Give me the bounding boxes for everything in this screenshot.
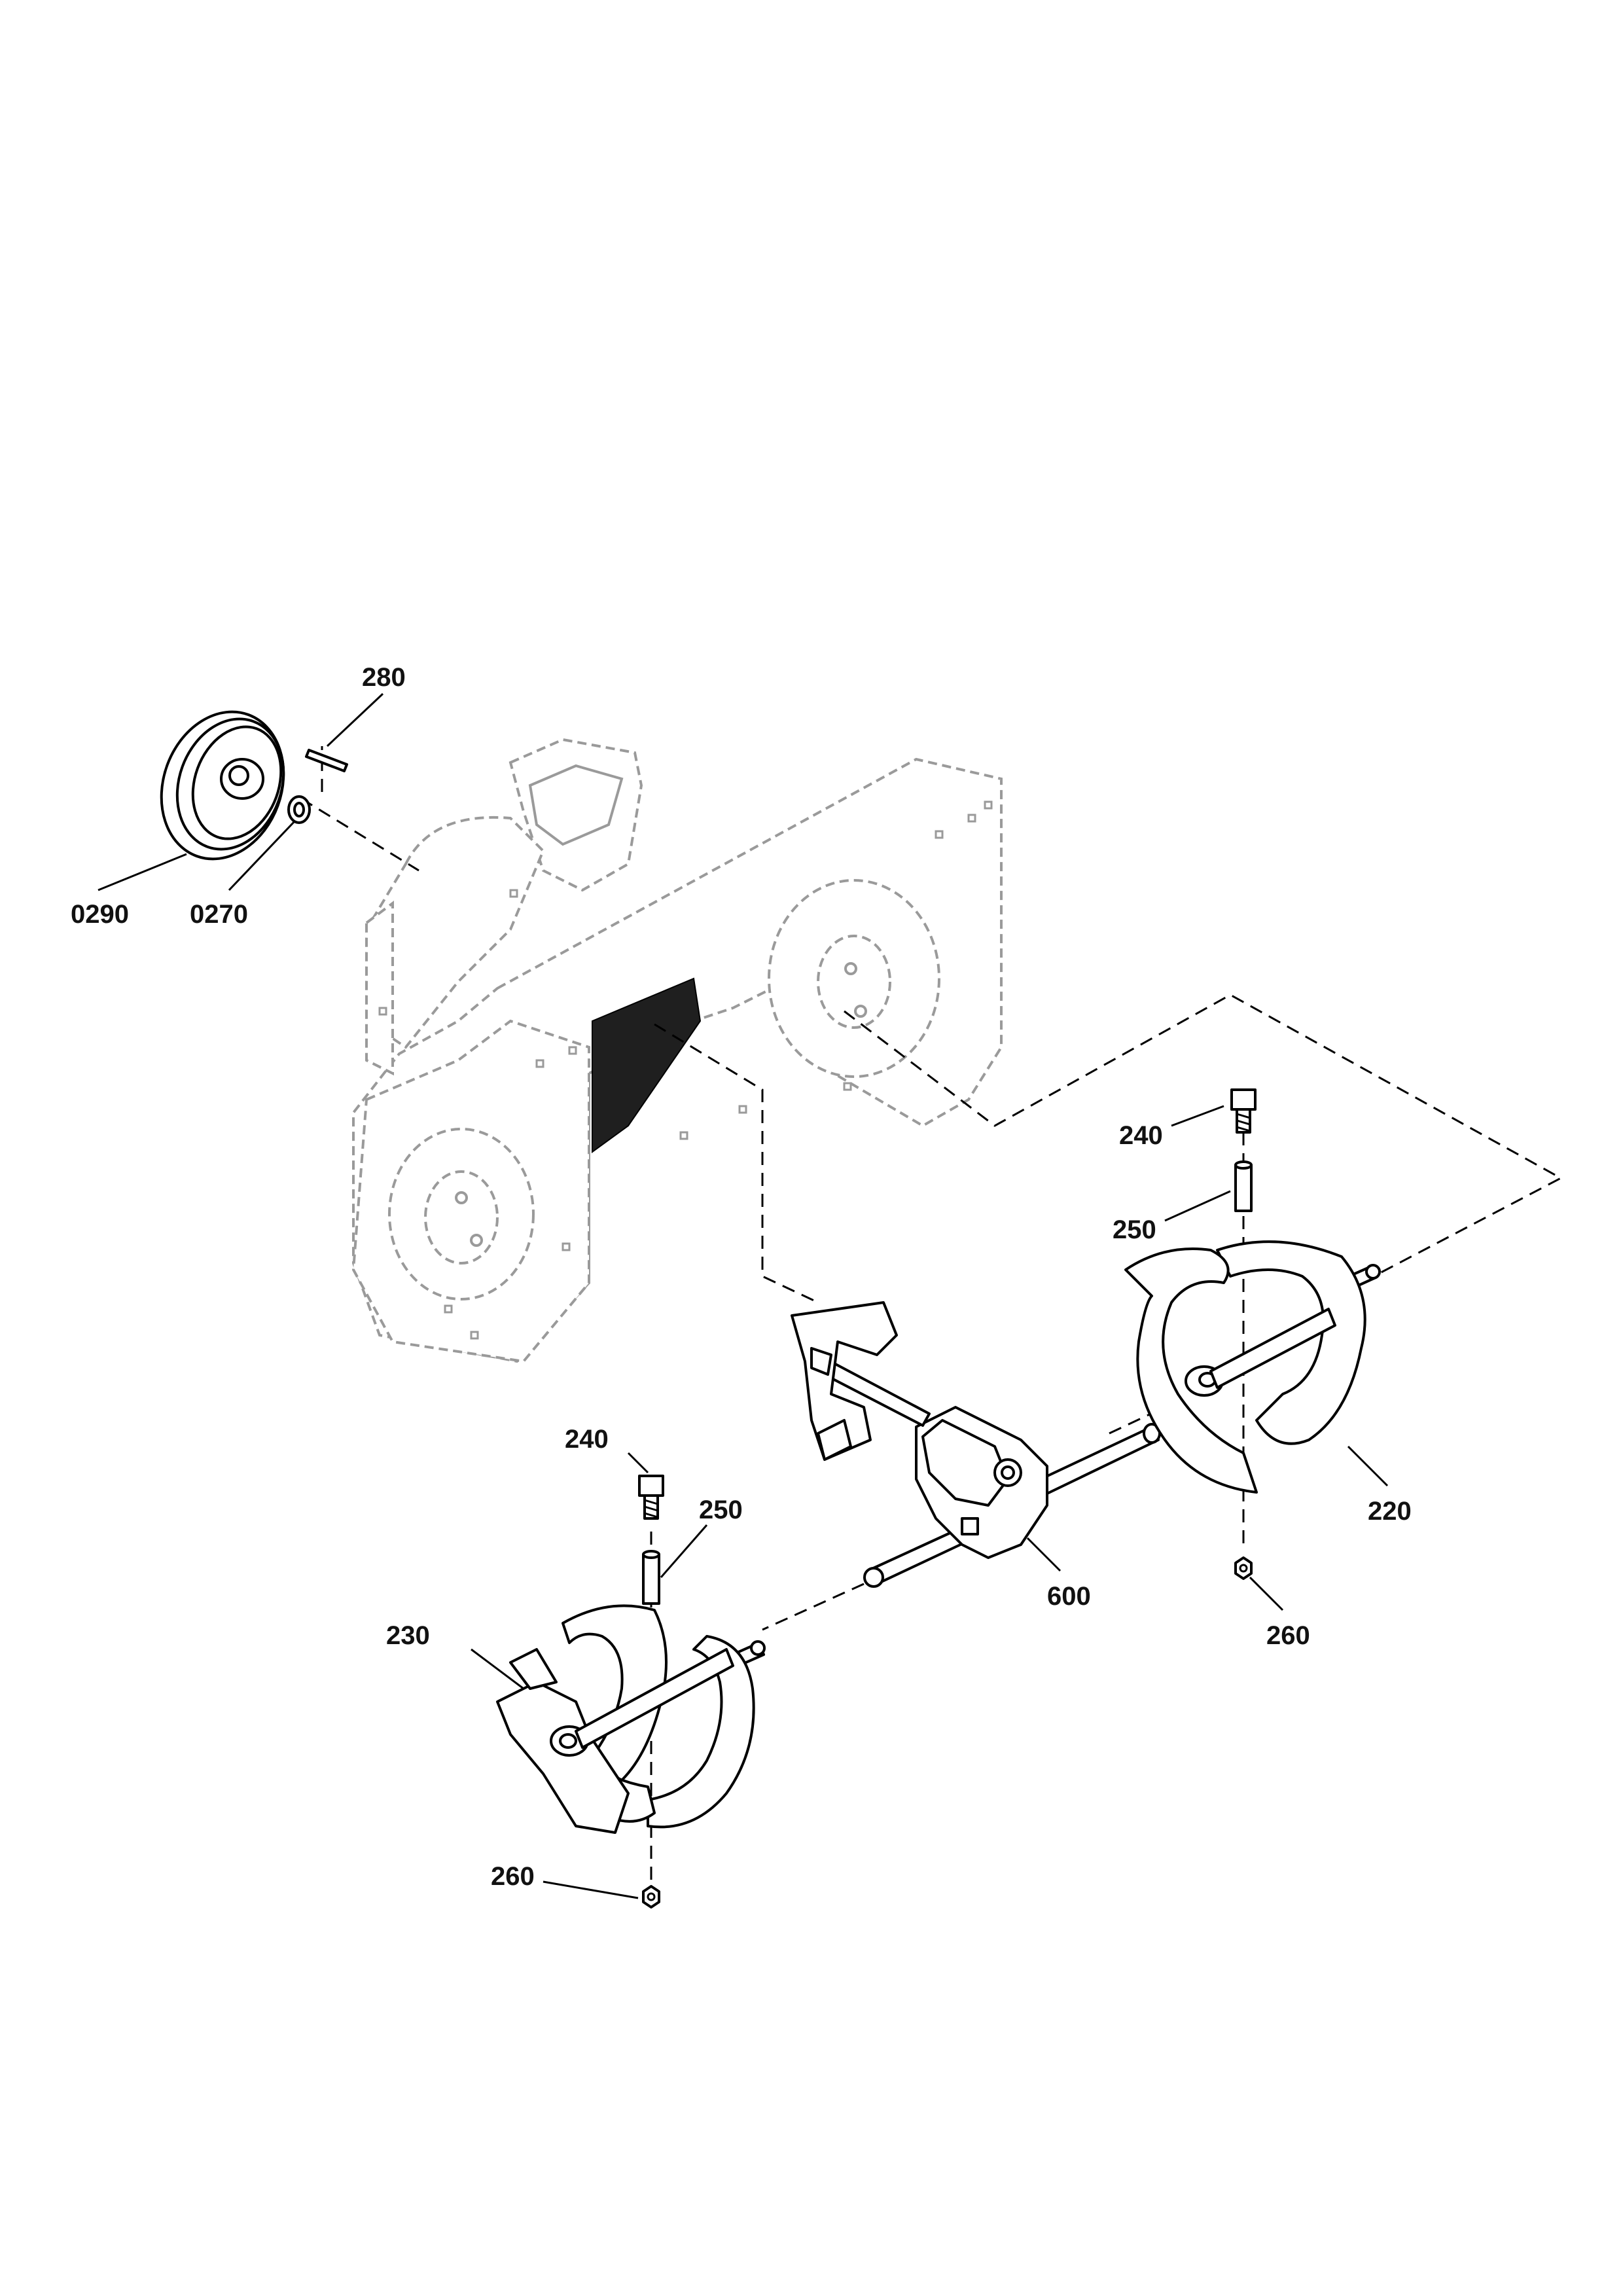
housing-dark-region <box>592 977 702 1153</box>
bolt-part-240-right <box>1230 1088 1257 1134</box>
callout-220: 220 <box>1368 1497 1412 1526</box>
auger-housing-ghost <box>351 738 1003 1363</box>
spacer-part-250-left <box>642 1550 660 1605</box>
gearbox-part-600 <box>791 1301 1161 1588</box>
callout-600: 600 <box>1047 1582 1091 1611</box>
bolt-part-240-left <box>638 1475 664 1520</box>
nut-part-260-right <box>1234 1556 1253 1580</box>
callout-230: 230 <box>386 1621 430 1650</box>
callout-250-right: 250 <box>1113 1215 1156 1244</box>
callout-280: 280 <box>362 663 406 692</box>
washer-part-0270 <box>287 795 311 824</box>
callout-0290: 0290 <box>71 900 129 929</box>
callout-240-right: 240 <box>1119 1121 1163 1150</box>
nut-part-260-left <box>642 1885 660 1909</box>
callout-labels: 280 0290 0270 240 250 220 260 600 240 25… <box>71 663 1412 1891</box>
callout-240-left: 240 <box>565 1425 609 1454</box>
callout-250-left: 250 <box>699 1496 743 1524</box>
callout-0270: 0270 <box>190 900 248 929</box>
key-part-280 <box>305 749 348 772</box>
pulley-part-0290 <box>160 710 285 861</box>
callout-260-left: 260 <box>491 1862 535 1891</box>
auger-part-230 <box>496 1604 766 1834</box>
leader-lines <box>98 692 1389 1899</box>
spacer-part-250-right <box>1234 1160 1253 1212</box>
callout-260-right: 260 <box>1266 1621 1310 1650</box>
auger-part-220 <box>1124 1240 1381 1494</box>
